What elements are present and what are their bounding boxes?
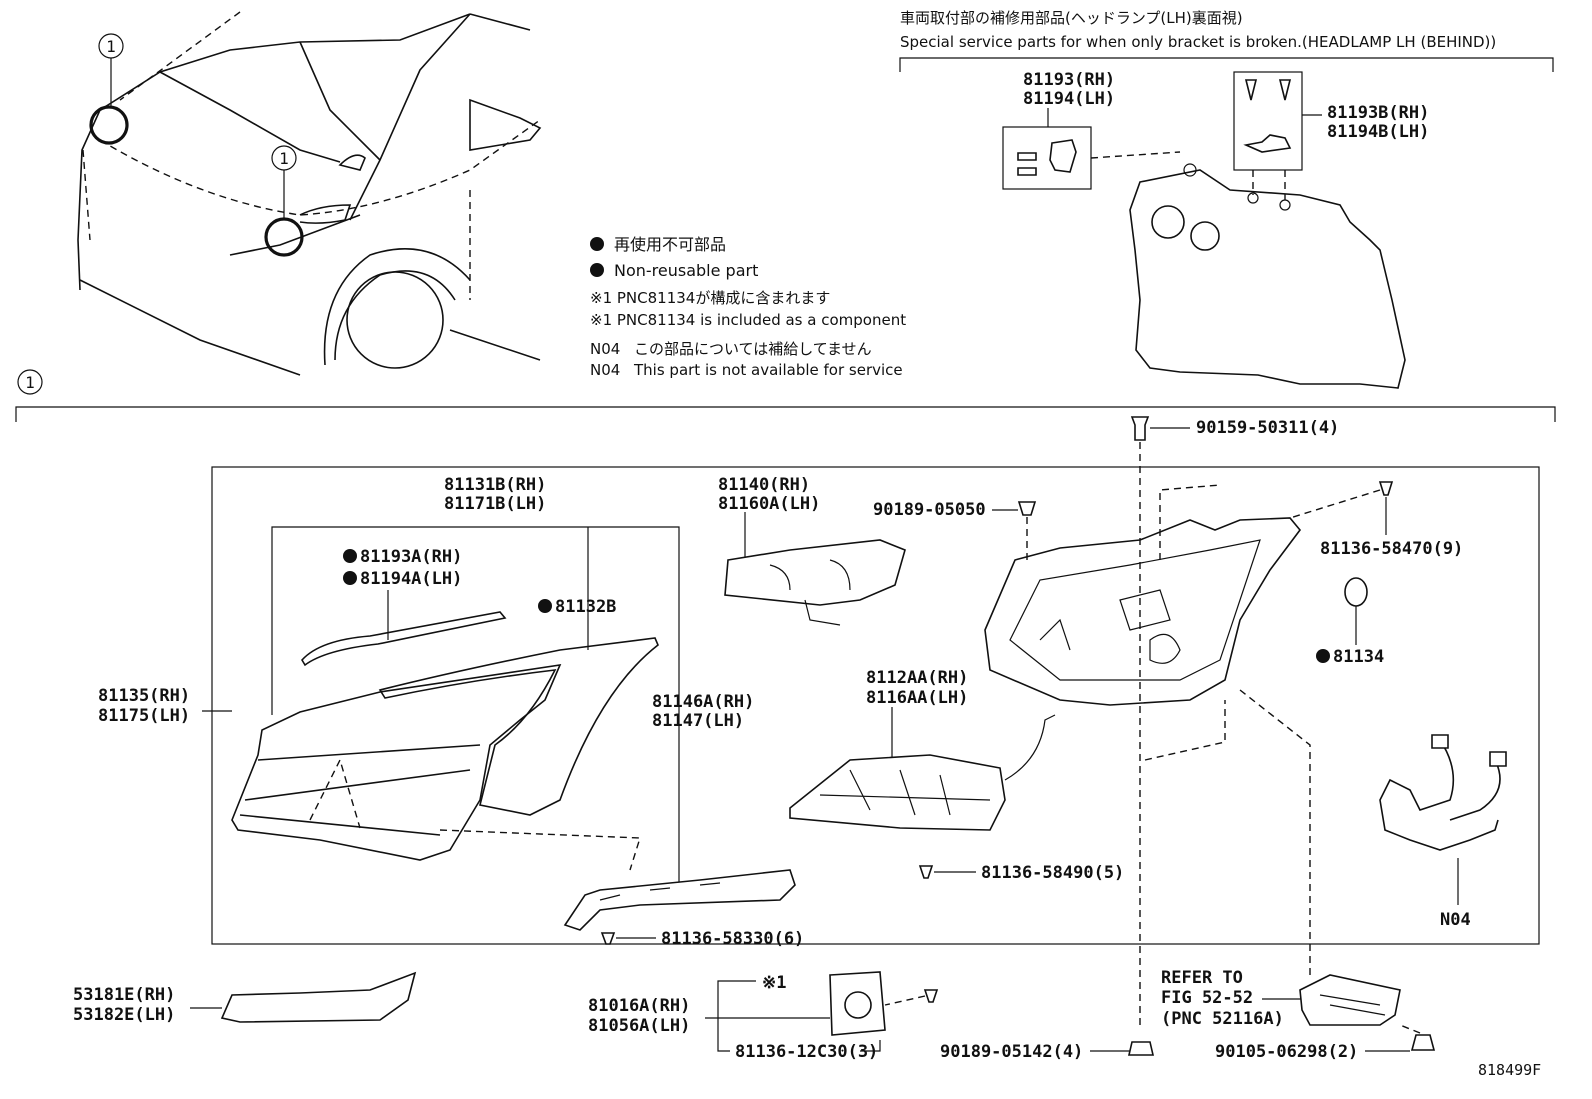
part-81160a-lh[interactable]: 81160A(LH) — [718, 494, 820, 514]
part-81147-lh[interactable]: 81147(LH) — [652, 711, 744, 731]
screw-81136-58470-icon — [1378, 481, 1394, 496]
connector-icon — [1489, 751, 1507, 767]
part-81135-rh[interactable]: 81135(RH) — [98, 686, 190, 706]
non-reusable-dot-icon — [343, 549, 357, 563]
part-n04-harness[interactable]: N04 — [1440, 910, 1471, 930]
o-ring-81134-icon — [1344, 577, 1368, 607]
part-8112aa-rh[interactable]: 8112AA(RH) — [866, 668, 968, 688]
part-53182e-lh[interactable]: 53182E(LH) — [73, 1005, 175, 1025]
part-81146a-rh[interactable]: 81146A(RH) — [652, 692, 754, 712]
housing-port-icon — [1151, 205, 1185, 239]
legend-note1-en: ※1 PNC81134 is included as a component — [590, 311, 906, 329]
bracket-81146a-icon — [563, 869, 796, 931]
refer-to-line3[interactable]: (PNC 52116A) — [1161, 1009, 1284, 1029]
seal-strip-81193a-icon — [301, 611, 507, 667]
part-81171b-lh[interactable]: 81171B(LH) — [444, 494, 546, 514]
non-reusable-dot-icon — [1316, 649, 1330, 663]
legend-n04-jp: この部品については補給してません — [634, 340, 872, 358]
drl-unit-8112aa-icon — [789, 754, 1006, 831]
part-81134[interactable]: 81134 — [1333, 647, 1384, 667]
garnish-53181e-icon — [220, 971, 417, 1023]
legend-non-reusable-jp: 再使用不可部品 — [614, 235, 726, 254]
part-81194b-lh[interactable]: 81194B(LH) — [1327, 122, 1429, 142]
part-81136-58490[interactable]: 81136-58490(5) — [981, 863, 1124, 883]
part-81131b-rh[interactable]: 81131B(RH) — [444, 475, 546, 495]
refer-to-line2[interactable]: FIG 52-52 — [1161, 988, 1253, 1008]
headlamp-location-marker-lower[interactable] — [264, 217, 304, 257]
non-reusable-dot-icon — [538, 599, 552, 613]
bracket-81193-box[interactable] — [1002, 126, 1092, 190]
projector-unit-81140-icon — [724, 539, 906, 606]
headlamp-location-marker-upper[interactable] — [89, 105, 129, 145]
part-81136-58330[interactable]: 81136-58330(6) — [661, 929, 804, 949]
part-81140-rh[interactable]: 81140(RH) — [718, 475, 810, 495]
screw-81136-58330-icon — [600, 932, 616, 945]
screw-icon — [1017, 167, 1037, 176]
vehicle-overview-sketch — [77, 11, 542, 376]
part-90159-50311[interactable]: 90159-50311(4) — [1196, 418, 1339, 438]
wire-harness-n04-icon — [1379, 739, 1499, 851]
part-81193b-rh[interactable]: 81193B(RH) — [1327, 103, 1429, 123]
bracket-81193-icon — [1049, 139, 1077, 173]
part-81194a-lh[interactable]: 81194A(LH) — [360, 569, 462, 589]
part-81056a-lh[interactable]: 81056A(LH) — [588, 1016, 690, 1036]
clip-90189-icon — [1017, 501, 1037, 516]
legend-n04-code-en: N04 — [590, 361, 620, 379]
legend-n04-code: N04 — [590, 340, 620, 358]
non-reusable-dot-icon — [343, 571, 357, 585]
part-81193a-rh[interactable]: 81193A(RH) — [360, 547, 462, 567]
ref-callout-1-upper-label: 1 — [106, 37, 116, 56]
screw-81136-12c30-icon — [923, 989, 939, 1003]
service-parts-bracket — [899, 57, 1554, 72]
gasket-81132b-icon — [378, 637, 659, 816]
headlamp-housing-81135-icon — [984, 517, 1302, 706]
housing-port-icon — [1190, 221, 1220, 251]
part-90189-05142[interactable]: 90189-05142(4) — [940, 1042, 1083, 1062]
service-parts-title-en: Special service parts for when only brac… — [900, 33, 1496, 51]
part-81175-lh[interactable]: 81175(LH) — [98, 706, 190, 726]
part-90189-05050[interactable]: 90189-05050 — [873, 500, 986, 520]
ref-callout-1-section[interactable] — [17, 369, 43, 395]
non-reusable-dot-icon — [590, 237, 604, 251]
headlamp-housing-rear-view — [1129, 169, 1406, 389]
assembly-frame — [211, 466, 1540, 945]
section-bracket — [15, 406, 1556, 422]
part-53181e-rh[interactable]: 53181E(RH) — [73, 985, 175, 1005]
part-81136-12c30[interactable]: 81136-12C30(3) — [735, 1042, 878, 1062]
part-81194-lh[interactable]: 81194(LH) — [1023, 89, 1115, 109]
legend: 再使用不可部品 Non-reusable part ※1 PNC81134が構成… — [590, 235, 906, 379]
part-81136-58470[interactable]: 81136-58470(9) — [1320, 539, 1463, 559]
refer-to-line1: REFER TO — [1161, 968, 1243, 988]
non-reusable-dot-icon — [590, 263, 604, 277]
legend-note1-jp: ※1 PNC81134が構成に含まれます — [590, 289, 830, 307]
screw-90159-icon — [1130, 416, 1150, 441]
part-81016a-rh[interactable]: 81016A(RH) — [588, 996, 690, 1016]
legend-n04-en: This part is not available for service — [633, 361, 903, 379]
headlamp-lens-81135-icon — [231, 663, 562, 861]
bracket-81193b-box[interactable] — [1233, 71, 1303, 171]
ref-callout-1-section-label: 1 — [25, 373, 35, 392]
screw-icon — [1244, 79, 1258, 101]
note-ref-1: ※1 — [762, 973, 786, 993]
legend-non-reusable-en: Non-reusable part — [614, 261, 758, 280]
service-parts-title-jp: 車両取付部の補修用部品(ヘッドランプ(LH)裏面視) — [900, 9, 1243, 27]
ref-callout-1-upper[interactable] — [98, 33, 124, 59]
ref-callout-1-lower[interactable] — [271, 145, 297, 171]
screw-81136-58490-icon — [918, 865, 934, 879]
ref-callout-1-lower-label: 1 — [279, 149, 289, 168]
leveling-motor-81016a-icon — [829, 971, 886, 1036]
clip-90189-05142-icon — [1127, 1041, 1155, 1056]
bolt-90105-icon — [1410, 1034, 1436, 1051]
part-8116aa-lh[interactable]: 8116AA(LH) — [866, 688, 968, 708]
bracket-81193b-icon — [1243, 134, 1292, 153]
screw-icon — [1017, 152, 1037, 161]
connector-icon — [1431, 734, 1449, 749]
part-81132b[interactable]: 81132B — [555, 597, 616, 617]
screw-icon — [1278, 79, 1292, 101]
part-81193-rh[interactable]: 81193(RH) — [1023, 70, 1115, 90]
part-90105-06298[interactable]: 90105-06298(2) — [1215, 1042, 1358, 1062]
figure-id: 818499F — [1478, 1061, 1541, 1079]
